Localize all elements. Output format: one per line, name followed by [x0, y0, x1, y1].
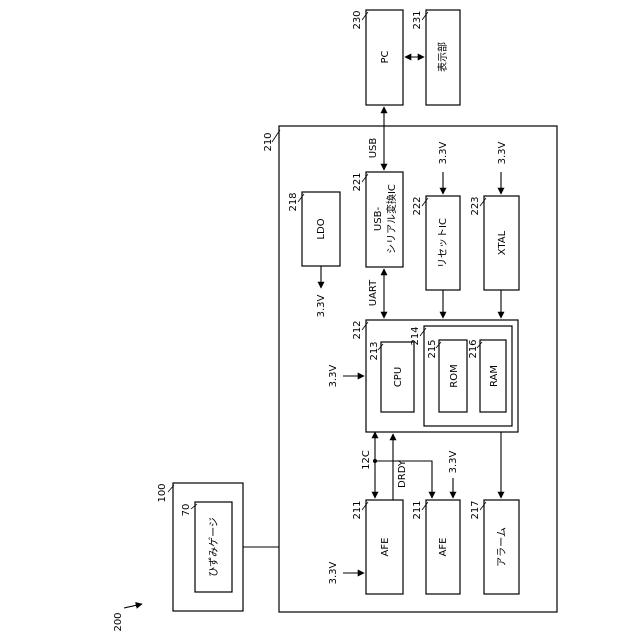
figure-ref-arrow: [124, 604, 142, 608]
usb-serial-ic-label-line1: USB-: [373, 207, 384, 232]
afe-2-ref: 211: [412, 500, 423, 519]
afe-2-supply-voltage: 3.3V: [448, 450, 459, 473]
cpu-ref: 213: [369, 341, 380, 360]
sensor-unit-ref: 100: [157, 483, 168, 502]
rom-label: ROM: [449, 364, 460, 387]
cpu-label: CPU: [393, 367, 404, 387]
uart-signal-label: UART: [368, 279, 379, 306]
ldo-ref: 218: [288, 192, 299, 211]
pc-label: PC: [380, 50, 391, 63]
afe-1-label: AFE: [380, 538, 391, 557]
ldo-output-voltage: 3.3V: [316, 294, 327, 317]
ram-ref: 216: [468, 339, 479, 358]
reset-ic-ref: 222: [412, 196, 423, 215]
alarm-ref: 217: [470, 500, 481, 519]
xtal-supply-voltage: 3.3V: [497, 141, 508, 164]
rom-ref: 215: [427, 339, 438, 358]
memory-ref: 214: [410, 326, 421, 345]
mcu-supply-voltage: 3.3V: [328, 364, 339, 387]
usb-signal-label: USB: [368, 138, 379, 159]
xtal-label: XTAL: [497, 230, 508, 255]
figure-ref-label: 200: [113, 612, 124, 631]
usb-serial-ic-ref: 221: [352, 172, 363, 191]
alarm-label: アラーム: [496, 527, 508, 567]
afe-2-label: AFE: [438, 538, 449, 557]
strain-gauge-ref: 70: [181, 504, 192, 517]
xtal-ref: 223: [470, 196, 481, 215]
i2c-signal-label: 12C: [361, 450, 372, 470]
strain-gauge-label: ひずみゲージ: [208, 517, 220, 577]
reset-ic-supply-voltage: 3.3V: [438, 141, 449, 164]
drdy-signal-label: DRDY: [397, 459, 408, 488]
afe-1-ref: 211: [352, 500, 363, 519]
display-label: 表示部: [436, 42, 449, 72]
pc-ref: 230: [352, 10, 363, 29]
usb-serial-ic-label-line2: シリアル変換IC: [385, 184, 398, 254]
ldo-label: LDO: [316, 218, 327, 239]
display-ref: 231: [412, 10, 423, 29]
i2c-junction-dot: [373, 459, 377, 463]
ram-label: RAM: [489, 365, 500, 387]
mcu-ref: 212: [352, 320, 363, 339]
afe-1-supply-voltage: 3.3V: [328, 561, 339, 584]
reset-ic-label: リセットIC: [437, 218, 449, 268]
